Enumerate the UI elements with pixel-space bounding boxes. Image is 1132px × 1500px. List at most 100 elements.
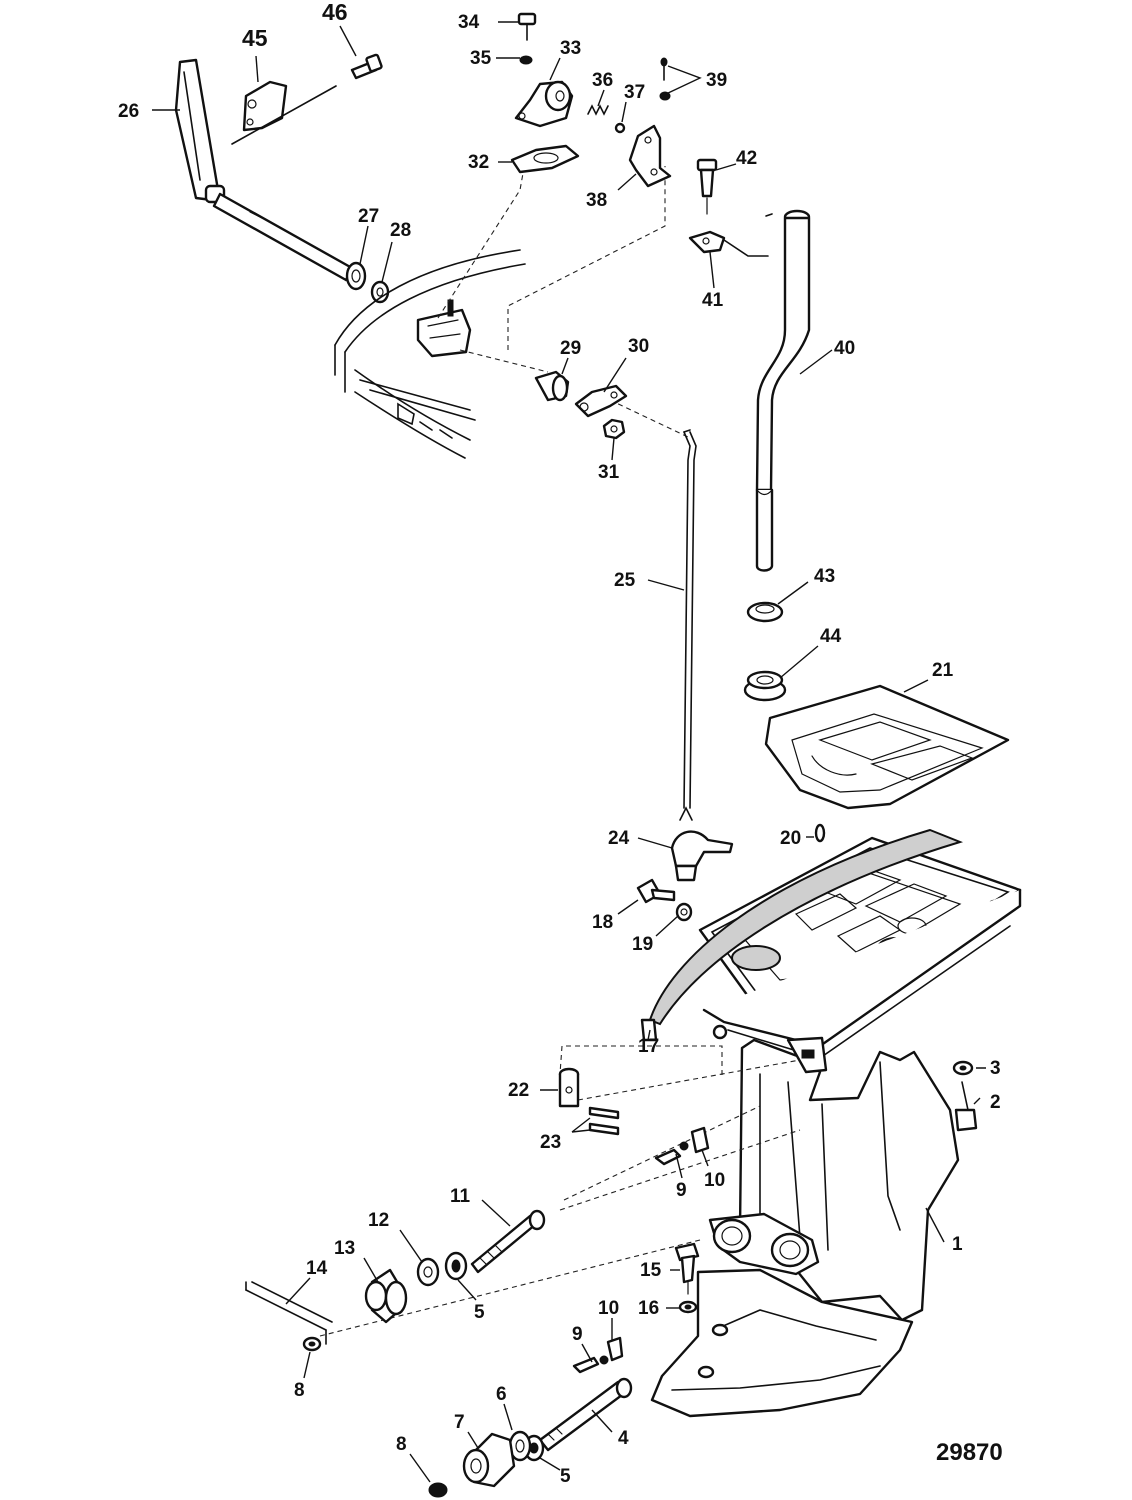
callout-35: 35 — [470, 48, 492, 69]
callout-29: 29 — [560, 338, 581, 359]
washer-19 — [675, 902, 693, 922]
callout-8-lower: 8 — [396, 1434, 407, 1455]
leader-lines — [152, 21, 986, 1483]
throttle-linkage-block — [416, 299, 472, 358]
callout-23: 23 — [540, 1132, 561, 1153]
lever-30 — [574, 384, 628, 418]
callout-6: 6 — [496, 1384, 507, 1405]
callout-25: 25 — [614, 570, 636, 591]
callout-17: 17 — [638, 1036, 659, 1057]
callout-19: 19 — [632, 934, 653, 955]
bolt-2 — [954, 1081, 978, 1132]
bolt-15 — [674, 1242, 700, 1295]
callout-21: 21 — [932, 660, 954, 681]
bracket-38 — [628, 124, 672, 188]
washer-27 — [345, 261, 367, 291]
callout-10-upper: 10 — [704, 1170, 725, 1191]
callout-32: 32 — [468, 152, 489, 173]
ball-37 — [614, 122, 626, 134]
callout-34: 34 — [458, 12, 480, 33]
bolt-11 — [470, 1209, 546, 1274]
callout-41: 41 — [702, 290, 724, 311]
bracket-45 — [231, 80, 337, 145]
shift-shaft-24 — [670, 806, 734, 882]
callout-4: 4 — [618, 1428, 629, 1449]
bushing-29 — [534, 370, 570, 402]
callout-7: 7 — [454, 1412, 465, 1433]
callout-5-upper: 5 — [474, 1302, 485, 1323]
nut-31 — [602, 418, 626, 440]
callout-40: 40 — [834, 338, 855, 359]
callout-28: 28 — [390, 220, 411, 241]
callout-3: 3 — [990, 1058, 1001, 1079]
callout-44: 44 — [820, 626, 842, 647]
callout-36: 36 — [592, 70, 613, 91]
callout-42: 42 — [736, 148, 757, 169]
washer-16 — [678, 1300, 698, 1314]
nut-5-upper — [444, 1251, 468, 1281]
washer-3 — [952, 1060, 974, 1076]
callout-30: 30 — [628, 336, 649, 357]
shift-rod-25 — [683, 429, 697, 809]
grommet-43 — [746, 601, 784, 623]
tab-10-lower — [606, 1336, 624, 1362]
callout-8-upper: 8 — [294, 1380, 305, 1401]
callout-31: 31 — [598, 462, 620, 483]
spring-36 — [587, 104, 609, 116]
callout-15: 15 — [640, 1260, 662, 1281]
cowl-outline — [334, 249, 526, 459]
gasket-21 — [764, 684, 1010, 810]
screw-46 — [350, 53, 383, 80]
callout-5-lower: 5 — [560, 1466, 571, 1487]
washer-28 — [370, 280, 390, 304]
callout-2: 2 — [990, 1092, 1001, 1113]
pins-23 — [588, 1106, 620, 1136]
screw-39 — [659, 57, 671, 101]
callout-1: 1 — [952, 1234, 963, 1255]
callout-10-lower: 10 — [598, 1298, 619, 1319]
figure-number: 29870 — [936, 1439, 1003, 1466]
dowel-20 — [814, 823, 826, 843]
callout-39: 39 — [706, 70, 727, 91]
callout-43: 43 — [814, 566, 835, 587]
driveshaft-housing-1 — [640, 828, 1022, 1418]
seal-44 — [743, 670, 787, 702]
nut-8-lower — [428, 1482, 448, 1498]
callout-22: 22 — [508, 1080, 529, 1101]
mount-7 — [462, 1432, 516, 1488]
pin-22 — [558, 1067, 580, 1108]
screw-9-upper — [654, 1141, 689, 1166]
tube-40 — [755, 209, 811, 572]
callout-9-lower: 9 — [572, 1324, 583, 1345]
callout-37: 37 — [624, 82, 645, 103]
callout-27: 27 — [358, 206, 379, 227]
callout-20: 20 — [780, 828, 801, 849]
bolt-42 — [696, 158, 718, 215]
strap-14 — [245, 1281, 333, 1345]
nut-8-upper — [302, 1336, 322, 1352]
callout-24: 24 — [608, 828, 630, 849]
washer-35 — [519, 55, 533, 65]
callout-18: 18 — [592, 912, 613, 933]
callout-45: 45 — [242, 25, 268, 51]
bracket-41 — [688, 230, 769, 257]
screw-18 — [636, 878, 676, 904]
callout-9-upper: 9 — [676, 1180, 687, 1201]
washer-12 — [416, 1257, 440, 1287]
callout-13: 13 — [334, 1238, 355, 1259]
bolt-34 — [517, 12, 537, 41]
callout-33: 33 — [560, 38, 581, 59]
callout-labels: 1 2 3 4 5 5 6 7 8 8 9 9 10 10 11 12 13 1… — [118, 0, 1003, 1487]
callout-26: 26 — [118, 101, 139, 122]
tab-10-upper — [690, 1126, 710, 1154]
screw-9-lower — [572, 1355, 609, 1374]
callout-38: 38 — [586, 190, 607, 211]
gasket-32 — [510, 144, 580, 174]
bolt-4 — [538, 1377, 633, 1452]
callout-14: 14 — [306, 1258, 328, 1279]
callout-46: 46 — [322, 0, 348, 25]
callout-11: 11 — [450, 1186, 471, 1207]
tiller-handle — [174, 58, 354, 282]
callout-12: 12 — [368, 1210, 389, 1231]
